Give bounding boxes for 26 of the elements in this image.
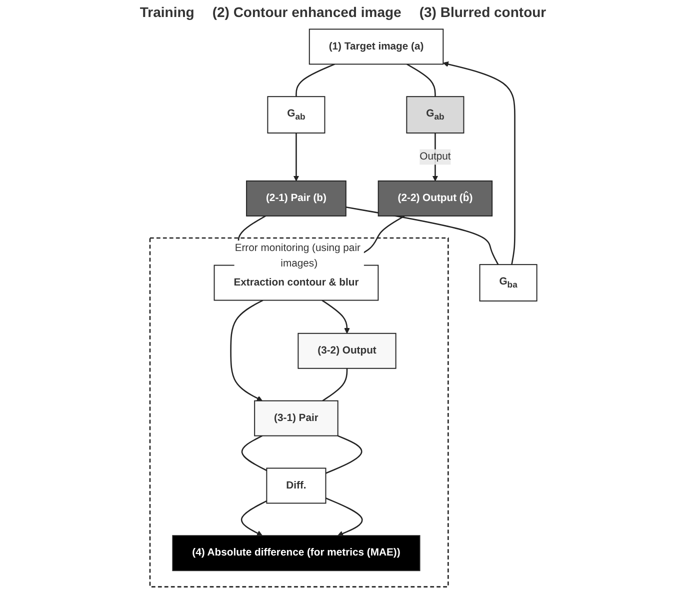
node-box: Diff. [266, 468, 326, 504]
connector [325, 435, 362, 474]
caption-text: (3) Blurred contour [419, 4, 546, 20]
node-box: (2-2) Output (b̂) [377, 180, 492, 216]
node-box: (1) Target image (a) [308, 28, 444, 65]
node-box: (2-1) Pair (b) [246, 180, 346, 216]
connector [322, 368, 348, 402]
arrow [325, 498, 362, 536]
arrow [240, 500, 267, 536]
caption-text: Training [140, 4, 194, 20]
node-box: G$_{ab}$ [406, 96, 464, 134]
arrow [321, 300, 350, 334]
node-box: G$_{ab}$ [266, 96, 325, 134]
arrow [292, 133, 299, 182]
connector [345, 206, 498, 265]
arrow [230, 300, 263, 402]
arrow [442, 61, 516, 265]
connector [295, 64, 335, 97]
edge-label: Output [419, 151, 450, 162]
connector [406, 64, 436, 97]
node-box: (3-2) Output [297, 332, 396, 369]
caption-text: (2) Contour enhanced image [212, 4, 402, 20]
node-box: (4) Absolute difference (for metrics (MAE)) [172, 535, 420, 572]
node-box: G$_{ba}$ [478, 264, 537, 302]
node-box: (3-1) Pair [254, 400, 338, 436]
connector [240, 435, 267, 472]
